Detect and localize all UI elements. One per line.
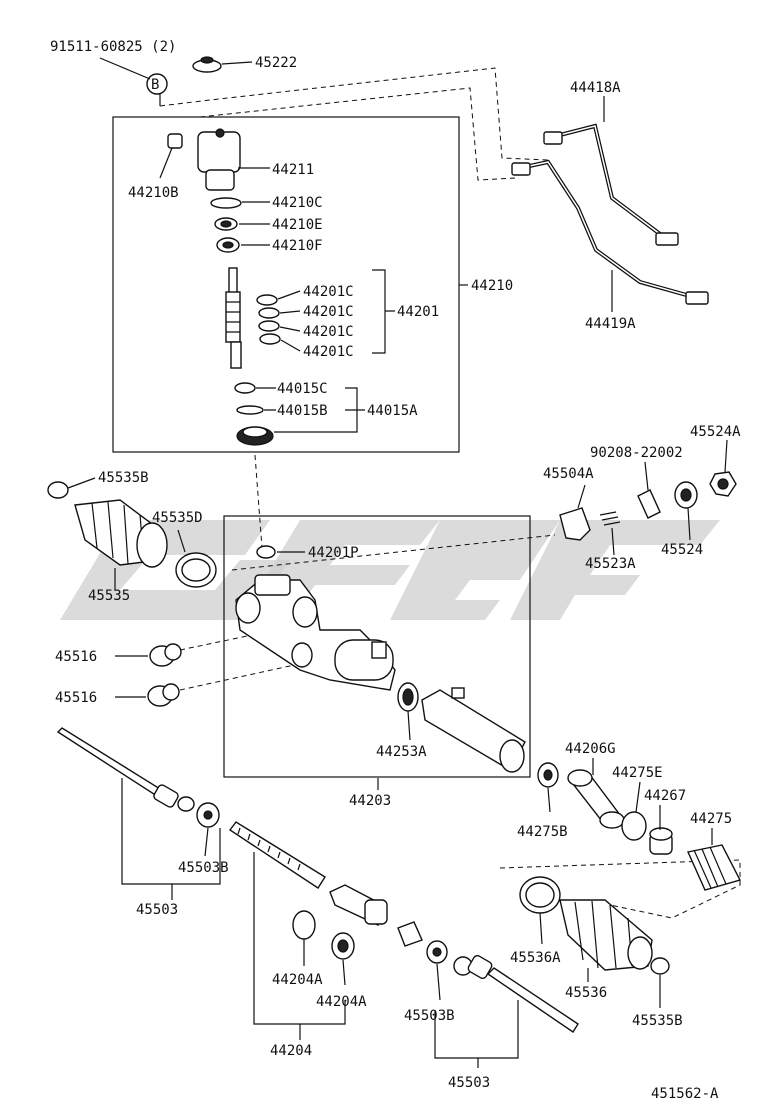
callout-b-letter: B bbox=[151, 77, 159, 93]
label-45516-a: 45516 bbox=[55, 649, 97, 665]
boot-45535-part bbox=[74, 499, 168, 590]
label-45535b-top: 45535B bbox=[98, 470, 149, 486]
label-44275b: 44275B bbox=[517, 824, 568, 840]
label-44201c-2: 44201C bbox=[303, 304, 354, 320]
pressure-tube-44419a-part bbox=[511, 159, 709, 312]
label-44015b: 44015B bbox=[277, 403, 328, 419]
label-45523a: 45523A bbox=[585, 556, 636, 572]
label-44201: 44201 bbox=[397, 304, 439, 320]
o-ring-44210c-part bbox=[210, 197, 242, 209]
label-45504a: 45504A bbox=[543, 466, 594, 482]
cap-90208-part bbox=[637, 461, 661, 519]
label-90208-22002: 90208-22002 bbox=[590, 445, 683, 461]
label-45503b-left: 45503B bbox=[178, 860, 229, 876]
label-91511-60825: 91511-60825 (2) bbox=[50, 39, 176, 55]
label-45516-b: 45516 bbox=[55, 690, 97, 706]
ring-44015b-part bbox=[236, 405, 264, 415]
clamp-45535d-part bbox=[175, 529, 217, 588]
control-valve-shaft-part bbox=[225, 267, 242, 369]
drawing-number: 451562-A bbox=[651, 1086, 719, 1102]
label-44210b: 44210B bbox=[128, 185, 179, 201]
tie-rod-45503-right-part bbox=[434, 954, 579, 1068]
label-45524a: 45524A bbox=[690, 424, 741, 440]
label-44015c: 44015C bbox=[277, 381, 328, 397]
boot-45536-part bbox=[559, 899, 653, 982]
label-45503b-right: 45503B bbox=[404, 1008, 455, 1024]
grommet-45516-b-part bbox=[115, 683, 180, 707]
adjusting-screw-45524-part bbox=[674, 481, 698, 541]
seal-44015c-part bbox=[234, 382, 256, 394]
label-45536: 45536 bbox=[565, 985, 607, 1001]
label-44210e: 44210E bbox=[272, 217, 323, 233]
lock-nut-45503b-right-part bbox=[426, 940, 448, 1001]
valve-rings-part bbox=[256, 290, 301, 352]
lock-nut-45503b-left-part bbox=[196, 802, 220, 857]
cylinder-tube-part bbox=[421, 687, 526, 773]
label-45503-left: 45503 bbox=[136, 902, 178, 918]
label-44201c-4: 44201C bbox=[303, 344, 354, 360]
label-44419a: 44419A bbox=[585, 316, 636, 332]
label-45524: 45524 bbox=[661, 542, 703, 558]
label-44210f: 44210F bbox=[272, 238, 323, 254]
label-44210: 44210 bbox=[471, 278, 513, 294]
valve-housing-part bbox=[197, 128, 270, 191]
bushing-44267-part bbox=[649, 805, 673, 855]
label-44275: 44275 bbox=[690, 811, 732, 827]
bellows-44275-part bbox=[687, 828, 742, 891]
label-44201c-3: 44201C bbox=[303, 324, 354, 340]
label-44275e: 44275E bbox=[612, 765, 663, 781]
label-44267: 44267 bbox=[644, 788, 686, 804]
label-45536a: 45536A bbox=[510, 950, 561, 966]
label-44015a: 44015A bbox=[367, 403, 418, 419]
o-ring-44275e-part bbox=[621, 781, 647, 841]
label-44204: 44204 bbox=[270, 1043, 312, 1059]
clip-45535b-bottom-part bbox=[650, 957, 670, 1008]
spring-45523a-part bbox=[599, 511, 621, 556]
label-45535: 45535 bbox=[88, 588, 130, 604]
label-45535b-bottom: 45535B bbox=[632, 1013, 683, 1029]
seal-44204a-right-part bbox=[331, 932, 355, 986]
clip-45535b-top-part bbox=[47, 477, 96, 499]
oil-seal-44015a-part bbox=[236, 426, 274, 446]
label-45503-right: 45503 bbox=[448, 1075, 490, 1091]
label-44211: 44211 bbox=[272, 162, 314, 178]
label-45535d: 45535D bbox=[152, 510, 203, 526]
bushing-44275b-part bbox=[537, 762, 559, 813]
seal-44204a-left-part bbox=[292, 910, 316, 966]
tie-rod-45503-left-part bbox=[56, 727, 221, 900]
bearing-44201p-part bbox=[256, 545, 276, 559]
rack-guide-45504a-part bbox=[559, 507, 591, 541]
label-44204a-2: 44204A bbox=[316, 994, 367, 1010]
label-45222: 45222 bbox=[255, 55, 297, 71]
label-44253a: 44253A bbox=[376, 744, 427, 760]
label-44201c-1: 44201C bbox=[303, 284, 354, 300]
callout-b-circle bbox=[146, 73, 168, 95]
rack-housing-44203-part bbox=[235, 574, 396, 691]
label-44210c: 44210C bbox=[272, 195, 323, 211]
rack-housing-frame bbox=[223, 515, 531, 778]
label-44418a: 44418A bbox=[570, 80, 621, 96]
bushing-44253a-part bbox=[397, 682, 419, 741]
bolt-part bbox=[159, 133, 183, 179]
label-44201p: 44201P bbox=[308, 545, 359, 561]
label-44203: 44203 bbox=[349, 793, 391, 809]
pressure-tube-44418a-part bbox=[543, 96, 679, 246]
grommet-45516-a-part bbox=[115, 643, 182, 667]
clamp-45536a-part bbox=[519, 876, 561, 945]
label-44206g: 44206G bbox=[565, 741, 616, 757]
lock-nut-45524a-part bbox=[709, 439, 737, 497]
rack-44204-part bbox=[228, 821, 423, 1040]
label-44204a-1: 44204A bbox=[272, 972, 323, 988]
